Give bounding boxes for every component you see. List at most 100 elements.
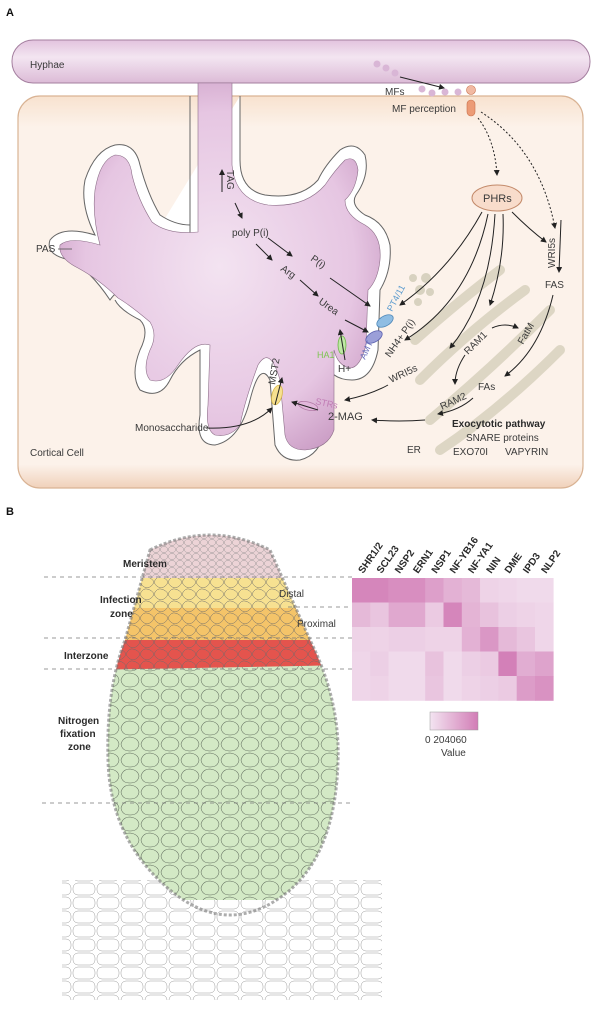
mf-receptor-icon [466, 99, 476, 117]
legend-colorbar [429, 711, 479, 731]
proximal-label: Proximal [297, 619, 336, 630]
polyp-to-arg-arrow [255, 243, 273, 261]
arg-to-urea-arrow [299, 279, 319, 297]
heatmap-cell [461, 602, 481, 628]
strs-label: STRs [315, 396, 340, 411]
heatmap-cell [406, 578, 426, 603]
phrs-node [471, 184, 523, 212]
er-label: ER [407, 445, 421, 456]
receptor-to-phrs-dashed-arrow [477, 117, 500, 176]
heatmap-legend: 0 204060 Value [425, 711, 479, 759]
poly-pi-label: poly P(i) [232, 228, 269, 239]
ram1-to-ram2-arrow [452, 354, 466, 385]
heatmap-cell [516, 676, 536, 701]
mf-release-arrow [399, 76, 445, 90]
fas-plural-label: FAs [478, 382, 495, 393]
pt4-transporter-icon [376, 314, 394, 328]
heatmap-cell [480, 676, 499, 701]
hyphae-tube [11, 39, 591, 84]
heatmap-cell [370, 651, 389, 677]
heatmap-cell [388, 627, 408, 652]
two-mag-arrow [291, 400, 319, 411]
ram2-arrow [437, 397, 474, 417]
heatmap-cell [370, 578, 389, 603]
infection-zone-label-line1: Infection [100, 595, 142, 606]
heatmap-cell [352, 676, 371, 701]
heatmap-column-label: IPD3 [521, 551, 543, 576]
nitrogen-zone-label-line1: Nitrogen [58, 716, 99, 727]
ha1-label: HA1 [317, 350, 335, 360]
snare-label: SNARE proteins [466, 433, 539, 444]
heatmap-cell [406, 651, 426, 677]
heatmap-cell [461, 627, 481, 652]
heatmap-cell [388, 602, 408, 628]
pi-to-pt4-arrow [329, 277, 371, 307]
heatmap-cell [388, 651, 408, 677]
heatmap-cell [461, 676, 481, 701]
heatmap-cell [461, 578, 481, 603]
heatmap-cell [352, 602, 371, 628]
distal-label: Distal [279, 589, 304, 600]
meristem-label: Meristem [123, 559, 167, 570]
arbuscule-fungus [59, 82, 381, 451]
heatmap-cell [498, 602, 517, 628]
heatmap-cell [425, 602, 444, 628]
heatmap-cell [516, 651, 536, 677]
fas-label: FAS [545, 280, 564, 291]
heatmap-cell [443, 578, 463, 603]
heatmap-cell [406, 602, 426, 628]
cortical-cell-label: Cortical Cell [30, 448, 84, 459]
h-plus-arrow [337, 329, 346, 361]
heatmap-cell [425, 676, 444, 701]
heatmap-cell [425, 578, 444, 603]
vapyrin-label: VAPYRIN [505, 447, 548, 458]
legend-title: Value [441, 748, 466, 759]
heatmap-cell [352, 651, 371, 677]
tag-label: TAG [224, 170, 235, 190]
heatmap-cell [370, 627, 389, 652]
pas-label: PAS [36, 244, 56, 255]
mf-perception-label: MF perception [392, 104, 456, 115]
heatmap-cell [498, 676, 517, 701]
wri5s-to-strs-arrow [344, 384, 389, 402]
nitrogen-zone-label-line2: fixation [60, 729, 96, 740]
mst2-arrow [274, 377, 284, 406]
heatmap-cell [516, 578, 536, 603]
heatmap-cell [516, 602, 536, 628]
nodule-outline [106, 533, 340, 917]
heatmap-cell [535, 602, 554, 628]
exo70i-label: EXO70I [453, 447, 488, 458]
phrs-label: PHRs [483, 193, 512, 205]
heatmap-cell [535, 676, 554, 701]
heatmap-cell [406, 627, 426, 652]
phrs-output-arrows [399, 211, 547, 349]
heatmap-cell [535, 627, 554, 652]
heatmap-cell [480, 578, 499, 603]
heatmap-cell [425, 627, 444, 652]
urea-to-amt-arrow [344, 319, 369, 333]
heatmap-cell [443, 602, 463, 628]
ram1-to-fatm-arrow [491, 323, 519, 329]
panel-b-letter: B [6, 506, 14, 518]
heatmap-cell [516, 627, 536, 652]
heatmap-cell [443, 627, 463, 652]
heatmap-cell [480, 651, 499, 677]
heatmap-cell [498, 651, 517, 677]
heatmap-cell [480, 602, 499, 628]
heatmap-cell [480, 627, 499, 652]
heatmap-cell [388, 676, 408, 701]
heatmap-cell [443, 676, 463, 701]
ram2-to-2mag-arrow [371, 417, 426, 424]
heatmap-cell [352, 627, 371, 652]
receptor-to-wri5s-dashed-arrow [480, 111, 558, 229]
mfs-label: MFs [385, 87, 404, 98]
heatmap-cell [443, 651, 463, 677]
zone-divider-lines [42, 576, 352, 804]
heatmap-cell [406, 676, 426, 701]
fas-to-fas-plural-arrow [504, 294, 554, 377]
heatmap-cell [370, 676, 389, 701]
polyp-to-pi-arrow [267, 237, 293, 257]
mf-molecules [373, 60, 462, 97]
infection-zone-label-line2: zone [110, 609, 133, 620]
